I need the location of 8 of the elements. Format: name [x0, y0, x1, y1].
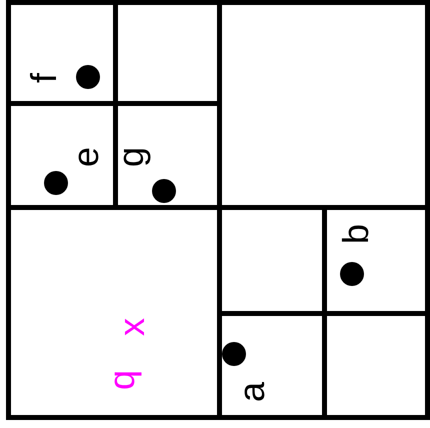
- point-label: e: [68, 146, 104, 168]
- point-label: x: [114, 318, 150, 336]
- point-label: g: [113, 146, 149, 168]
- region-box: [6, 0, 430, 420]
- point-label: a: [234, 382, 270, 402]
- point-label: f: [26, 73, 62, 83]
- point-label: q: [104, 370, 140, 390]
- point-label: b: [338, 224, 374, 244]
